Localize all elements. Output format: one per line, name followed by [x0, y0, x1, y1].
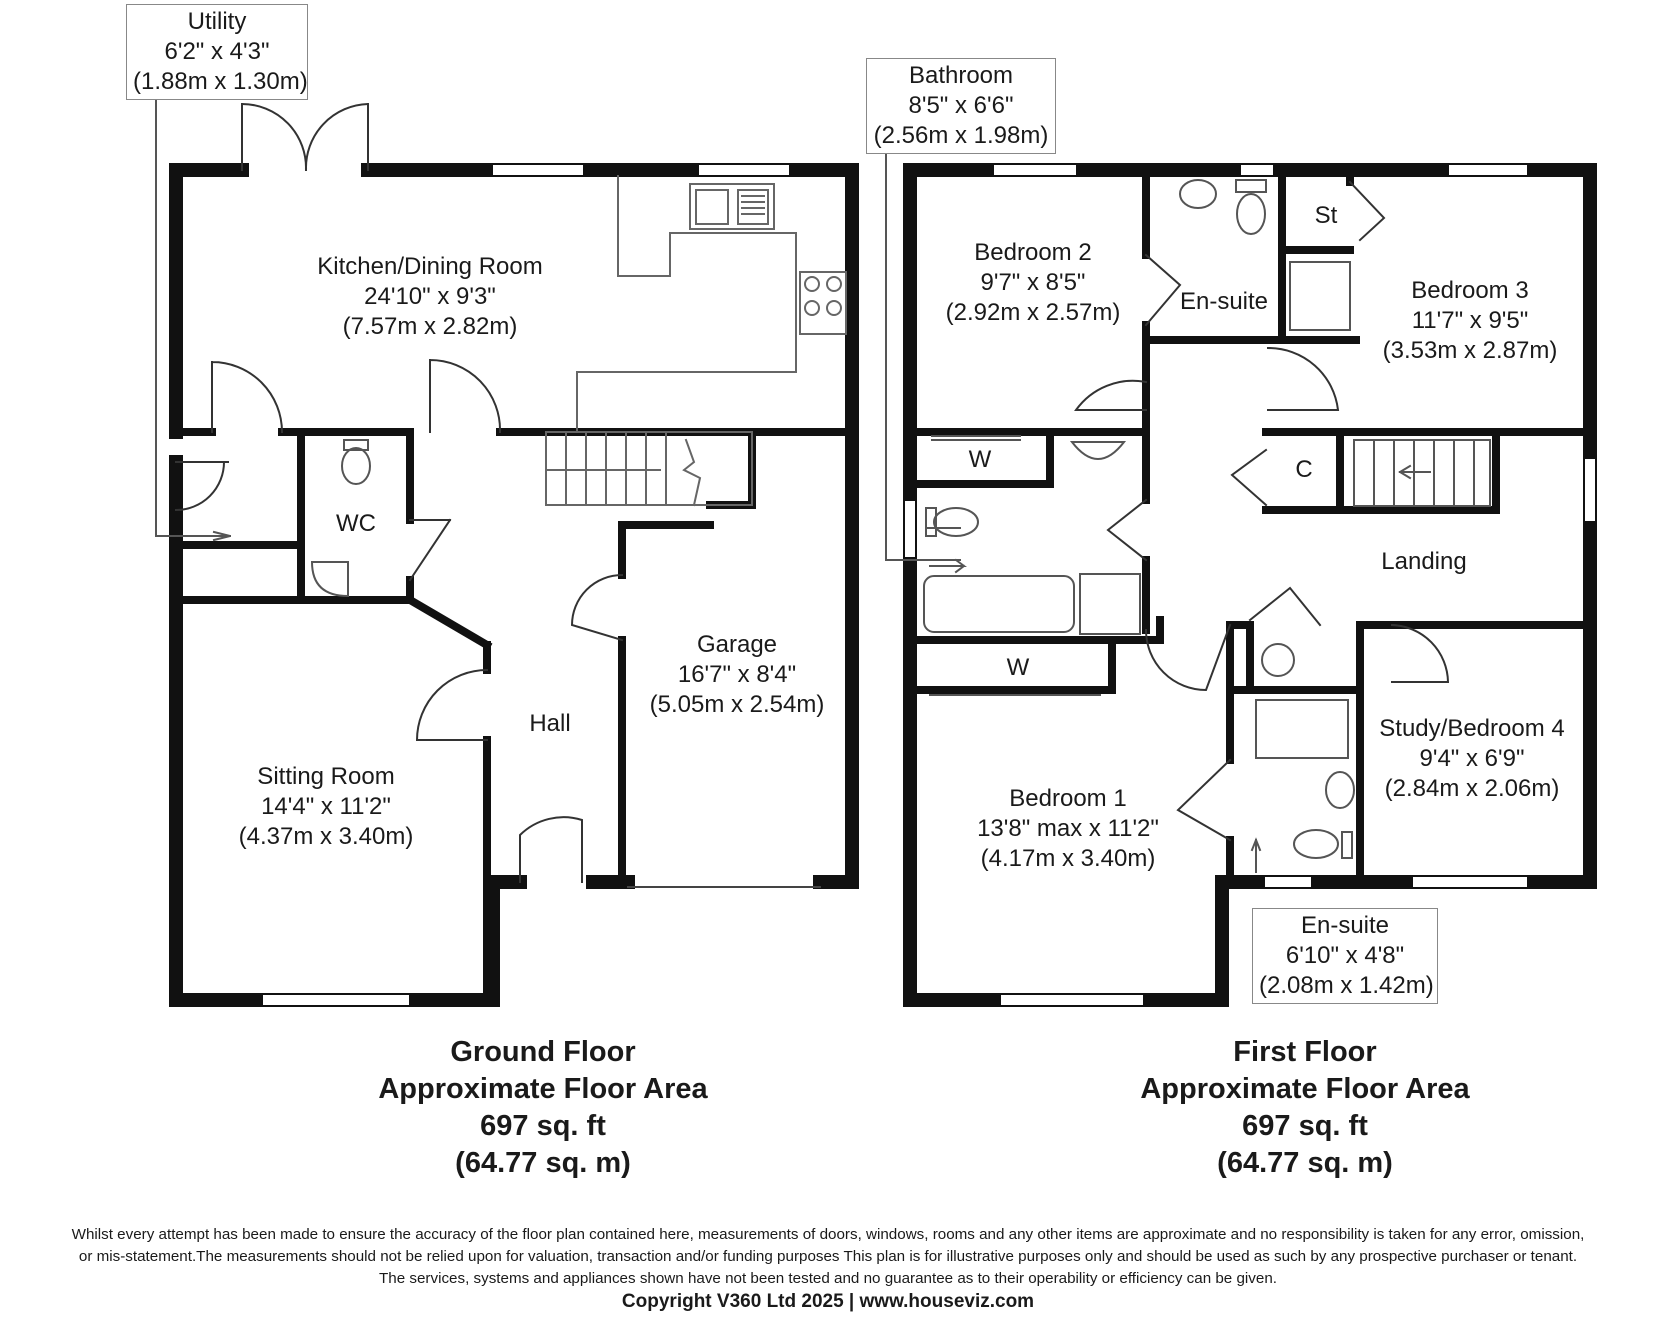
- study-name: Study/Bedroom 4: [1379, 715, 1565, 742]
- first-floor-area-label: Approximate Floor Area: [1140, 1073, 1470, 1105]
- kitchen-label: Kitchen/Dining Room 24'10" x 9'3" (7.57m…: [317, 252, 542, 342]
- first-floor-title: First Floor: [1233, 1036, 1377, 1068]
- hall-label: Hall: [529, 710, 571, 737]
- disclaimer-line-2: or mis-statement.The measurements should…: [78, 1248, 1578, 1265]
- bedroom-3-label: Bedroom 3 11'7" x 9'5" (3.53m x 2.87m): [1383, 276, 1558, 366]
- first-floor-windows: [903, 163, 1597, 1007]
- ground-floor-area-sqft: 697 sq. ft: [480, 1110, 606, 1142]
- ensuite-bottom-imperial: 6'10" x 4'8": [1285, 942, 1405, 969]
- disclaimer-line-1: Whilst every attempt has been made to en…: [71, 1226, 1585, 1243]
- first-floor-summary: First Floor Approximate Floor Area 697 s…: [1140, 1034, 1469, 1182]
- kitchen-french-doors: [240, 102, 370, 172]
- utility-partition: [155, 91, 231, 542]
- garage-name: Garage: [696, 631, 778, 658]
- sitting-room-metric: (4.37m x 3.40m): [238, 823, 414, 850]
- bedroom-2-metric: (2.92m x 2.57m): [945, 299, 1121, 326]
- disclaimer: Whilst every attempt has been made to en…: [0, 1224, 1656, 1290]
- ensuite-bottom-metric: (2.08m x 1.42m): [1259, 972, 1434, 999]
- first-floor-inner-walls: [906, 166, 1594, 886]
- kitchen-imperial: 24'10" x 9'3": [364, 283, 496, 310]
- wc-label: WC: [336, 510, 376, 537]
- ground-floor-summary: Ground Floor Approximate Floor Area 697 …: [378, 1034, 707, 1182]
- kitchen-name: Kitchen/Dining Room: [317, 253, 543, 280]
- ensuite-bottom-callout: En-suite 6'10" x 4'8" (2.08m x 1.42m): [1252, 908, 1438, 1004]
- bathroom-metric: (2.56m x 1.98m): [873, 122, 1049, 149]
- ground-floor-walls: [169, 163, 859, 1007]
- bedroom-1-metric: (4.17m x 3.40m): [980, 845, 1156, 872]
- ground-floor-windows: [261, 163, 791, 1007]
- study-metric: (2.84m x 2.06m): [1384, 775, 1560, 802]
- bedroom-3-metric: (3.53m x 2.87m): [1382, 337, 1558, 364]
- bedroom-1-label: Bedroom 1 13'8" max x 11'2" (4.17m x 3.4…: [977, 784, 1159, 874]
- store-label: St: [1314, 202, 1338, 229]
- first-floor-plan: [885, 149, 1597, 1007]
- ensuite-top-label: En-suite: [1179, 288, 1269, 315]
- bedroom-2-label: Bedroom 2 9'7" x 8'5" (2.92m x 2.57m): [946, 238, 1121, 328]
- disclaimer-line-3: The services, systems and appliances sho…: [378, 1270, 1277, 1287]
- bathroom-name: Bathroom: [908, 62, 1014, 89]
- kitchen-worktop: [576, 175, 847, 433]
- utility-metric: (1.88m x 1.30m): [133, 68, 308, 95]
- first-floor-door-swings: [1074, 180, 1450, 842]
- wardrobe-bedroom-1-label: W: [1006, 654, 1030, 681]
- ground-floor-stairs: [545, 431, 753, 507]
- ground-floor-title: Ground Floor: [450, 1036, 636, 1068]
- sitting-room-imperial: 14'4" x 11'2": [261, 793, 391, 820]
- bedroom-2-name: Bedroom 2: [974, 239, 1092, 266]
- ground-floor-area-sqm: (64.77 sq. m): [455, 1147, 631, 1179]
- bedroom-3-name: Bedroom 3: [1411, 277, 1529, 304]
- bathroom-callout: Bathroom 8'5" x 6'6" (2.56m x 1.98m): [866, 58, 1056, 154]
- garage-imperial: 16'7" x 8'4": [677, 661, 797, 688]
- ground-floor-plan: [155, 91, 859, 1007]
- sitting-room-label: Sitting Room 14'4" x 11'2" (4.37m x 3.40…: [239, 762, 414, 852]
- wardrobe-bedroom-2-label: W: [968, 446, 992, 473]
- first-floor-fixtures: [923, 179, 1491, 873]
- bathroom-callout-line: [885, 149, 961, 561]
- bedroom-1-imperial: 13'8" max x 11'2": [977, 815, 1159, 842]
- first-floor-area-sqm: (64.77 sq. m): [1217, 1147, 1393, 1179]
- copyright: Copyright V360 Ltd 2025 | www.houseviz.c…: [621, 1291, 1035, 1312]
- landing-label: Landing: [1381, 548, 1467, 575]
- bedroom-1-name: Bedroom 1: [1009, 785, 1127, 812]
- ground-floor-door-swings: [174, 358, 624, 883]
- garage-metric: (5.05m x 2.54m): [649, 691, 825, 718]
- kitchen-metric: (7.57m x 2.82m): [342, 313, 518, 340]
- sitting-room-name: Sitting Room: [257, 763, 395, 790]
- bedroom-2-imperial: 9'7" x 8'5": [980, 269, 1086, 296]
- bathroom-imperial: 8'5" x 6'6": [908, 92, 1014, 119]
- utility-imperial: 6'2" x 4'3": [164, 38, 270, 65]
- ensuite-bottom-name: En-suite: [1300, 912, 1390, 939]
- first-floor-area-sqft: 697 sq. ft: [1242, 1110, 1368, 1142]
- cupboard-label: C: [1295, 456, 1313, 483]
- wc-fixtures: [310, 439, 371, 598]
- bedroom-3-imperial: 11'7" x 9'5": [1411, 307, 1529, 334]
- study-bedroom-4-label: Study/Bedroom 4 9'4" x 6'9" (2.84m x 2.0…: [1379, 714, 1564, 804]
- ground-floor-area-label: Approximate Floor Area: [378, 1073, 708, 1105]
- utility-callout: Utility 6'2" x 4'3" (1.88m x 1.30m): [126, 4, 308, 100]
- study-imperial: 9'4" x 6'9": [1419, 745, 1525, 772]
- garage-label: Garage 16'7" x 8'4" (5.05m x 2.54m): [650, 630, 825, 720]
- utility-name: Utility: [187, 8, 247, 35]
